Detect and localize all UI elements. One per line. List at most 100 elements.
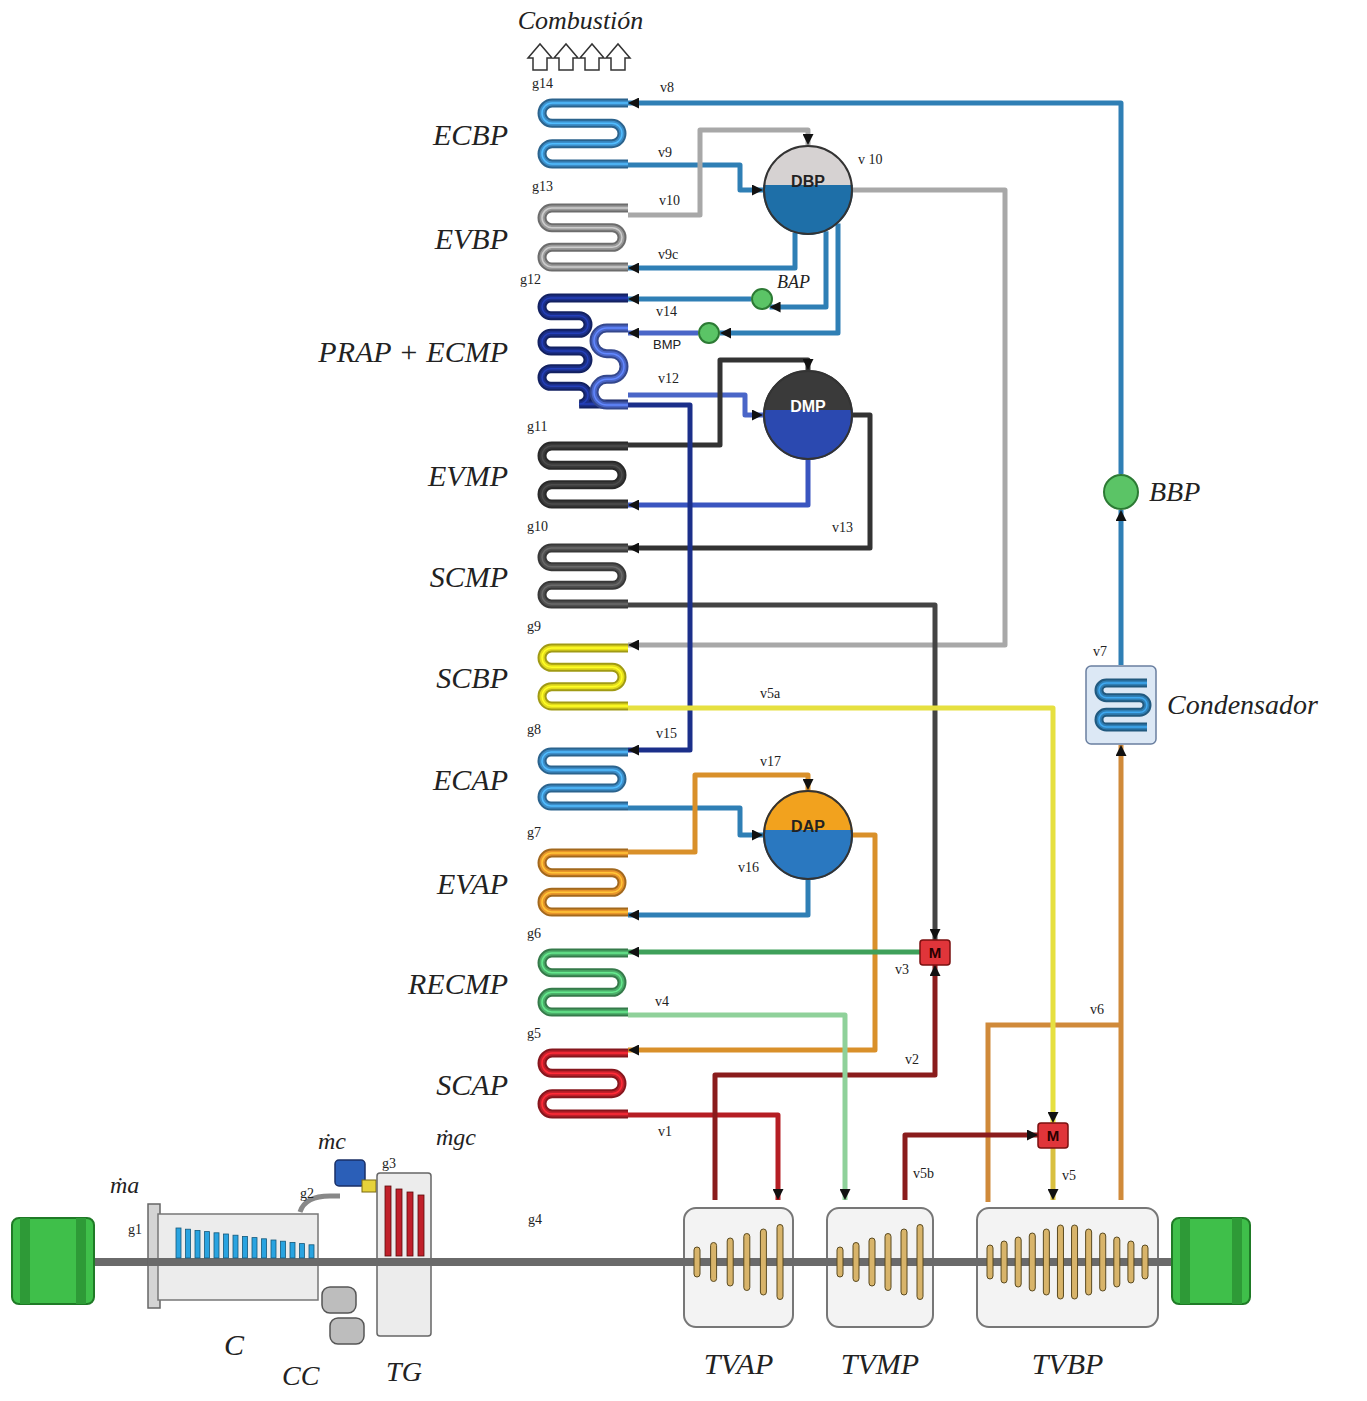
turbine-blade xyxy=(396,1189,402,1256)
compressor-blade xyxy=(186,1229,191,1258)
node-label: DBP xyxy=(791,173,825,191)
fuel-injector xyxy=(300,1160,376,1212)
injector-body xyxy=(335,1160,365,1186)
turbine-blade xyxy=(727,1238,733,1286)
drum-water xyxy=(763,830,853,880)
pipe xyxy=(628,1115,778,1200)
state-point: g8 xyxy=(527,722,541,737)
state-point: g1 xyxy=(128,1222,142,1237)
node-label: DMP xyxy=(790,398,826,416)
pipe xyxy=(628,190,1005,645)
state-point: g7 xyxy=(527,825,541,840)
state-point: v13 xyxy=(832,520,853,535)
coil-tube xyxy=(542,1053,628,1114)
coil-tube xyxy=(542,208,628,267)
heat-exchanger-coil: ECAP xyxy=(538,744,628,814)
compressor-blade xyxy=(309,1245,314,1258)
state-point: v4 xyxy=(655,994,669,1009)
turbine-blade xyxy=(987,1245,993,1279)
coil-tube xyxy=(542,548,628,604)
node-label: ECBP xyxy=(433,117,508,150)
steam-drum: DBP xyxy=(763,145,853,235)
pipe xyxy=(720,224,838,333)
coil-shape xyxy=(538,640,628,714)
turbine-blade xyxy=(1114,1237,1120,1287)
state-point: v17 xyxy=(760,754,781,769)
pipe xyxy=(628,297,751,302)
pipe xyxy=(628,405,690,750)
compressor-blade xyxy=(290,1242,295,1258)
coil-tube xyxy=(542,208,628,267)
turbine-blade xyxy=(407,1192,413,1256)
pipe xyxy=(628,1015,845,1200)
node-label: SCAP xyxy=(436,1067,508,1100)
turbine-blade xyxy=(1072,1225,1078,1299)
pump-shape xyxy=(1103,474,1139,510)
node-label: EVAP xyxy=(437,866,508,899)
node-label: C xyxy=(224,1328,244,1361)
coil-tube xyxy=(542,298,628,404)
compressor-blade xyxy=(252,1238,257,1258)
turbine-blade xyxy=(1086,1229,1092,1295)
coil-tube xyxy=(542,648,628,706)
pipe xyxy=(628,708,1053,1123)
state-point: v10 xyxy=(659,193,680,208)
compressor: C xyxy=(148,1200,320,1312)
drum-water xyxy=(763,410,853,460)
node-label: TG xyxy=(386,1357,422,1388)
node-label: Condensador xyxy=(1167,690,1318,721)
turbine-casing xyxy=(827,1208,933,1327)
pipe xyxy=(770,231,826,307)
state-point: v14 xyxy=(656,304,677,319)
generator-band xyxy=(1180,1218,1190,1304)
node-label: M xyxy=(1047,1127,1060,1144)
coil-tube xyxy=(594,328,628,405)
steam-drum: DMP xyxy=(763,370,853,460)
state-point: v6 xyxy=(1090,1002,1104,1017)
state-point: v2 xyxy=(905,1052,919,1067)
turbine-casing xyxy=(977,1208,1158,1327)
state-point: g3 xyxy=(382,1156,396,1171)
pump-body xyxy=(1104,475,1138,509)
compressor-blade xyxy=(262,1239,267,1258)
coil-tube xyxy=(594,328,628,405)
node-label: Combustión xyxy=(518,7,644,36)
generator xyxy=(1172,1218,1250,1304)
coil-tube xyxy=(542,103,628,164)
state-point: v9 xyxy=(658,145,672,160)
shaft xyxy=(92,1258,1174,1266)
turbine-blade xyxy=(1043,1229,1049,1295)
node-label: EVMP xyxy=(428,459,508,492)
flow-symbol: ṁa xyxy=(110,1172,139,1198)
coil-tube xyxy=(542,953,628,1012)
coil-tube xyxy=(542,648,628,706)
mixer: M xyxy=(920,940,950,965)
heat-exchanger-coil: EVAP xyxy=(538,845,628,920)
state-point: g12 xyxy=(520,272,541,287)
pipe xyxy=(628,165,763,190)
node-label: BAP xyxy=(777,273,810,293)
generator xyxy=(12,1218,94,1304)
coil-tube xyxy=(542,953,628,1012)
pipe xyxy=(1051,1148,1056,1200)
coil-tube xyxy=(542,298,628,404)
pipe xyxy=(715,965,935,1200)
heat-exchanger-coil: SCBP xyxy=(538,640,628,714)
steam-drum: DAP xyxy=(763,790,853,880)
coil-tube xyxy=(542,446,628,504)
state-point: g6 xyxy=(527,926,541,941)
generator-body xyxy=(12,1218,94,1304)
compressor-blade xyxy=(281,1241,286,1258)
heat-exchanger-coil: RECMP xyxy=(538,945,628,1020)
turbine-blade xyxy=(694,1247,700,1277)
combustor-can xyxy=(322,1287,356,1313)
state-point: v 10 xyxy=(858,152,883,167)
heat-exchanger-coil: PRAP + ECMP xyxy=(538,290,628,412)
pump: BMP xyxy=(698,322,720,344)
steam-turbine: TVBP xyxy=(975,1200,1160,1335)
node-label: SCBP xyxy=(436,661,508,694)
pump-shape xyxy=(751,288,773,310)
pipe xyxy=(1119,510,1124,665)
coil-tube xyxy=(1099,683,1147,727)
